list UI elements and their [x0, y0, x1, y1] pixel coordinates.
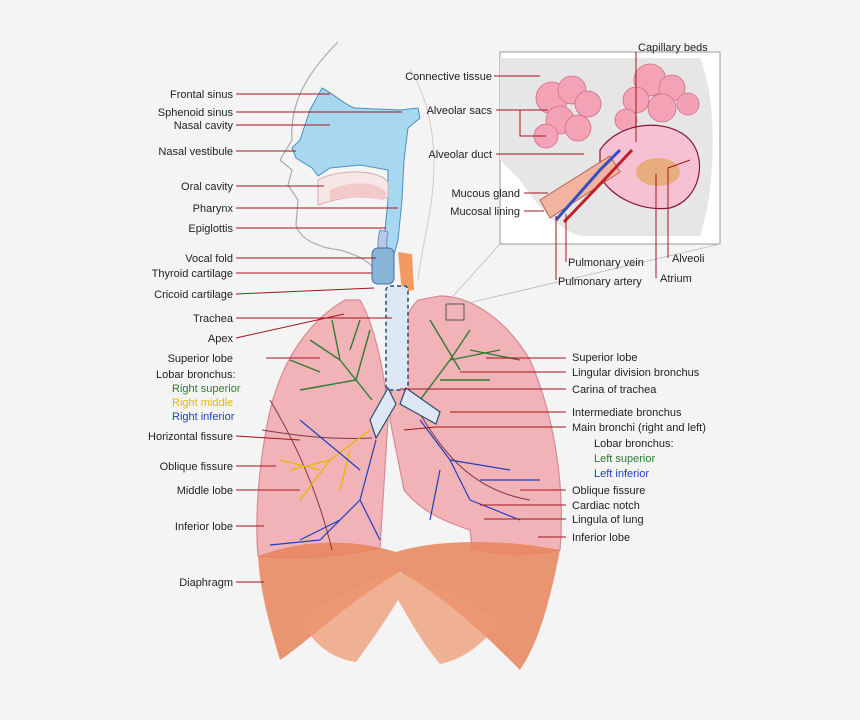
label-oblique-fissure-right: Oblique fissure — [160, 461, 233, 473]
label-oral-cavity: Oral cavity — [181, 181, 233, 193]
label-diaphragm: Diaphragm — [179, 577, 233, 589]
left-superior-bronchi — [419, 319, 521, 401]
label-trachea: Trachea — [193, 313, 234, 325]
label-pulmonary-artery: Pulmonary artery — [558, 276, 642, 288]
diaphragm-shape — [258, 542, 560, 670]
right-middle-bronchi — [279, 429, 371, 501]
larynx-shape — [371, 247, 395, 285]
label-alveolar-sacs: Alveolar sacs — [427, 105, 493, 117]
label-carina-of-trachea: Carina of trachea — [572, 384, 657, 396]
right-lung-shape — [256, 299, 389, 559]
label-superior-lobe-right: Superior lobe — [168, 353, 233, 365]
label-thyroid-cartilage: Thyroid cartilage — [152, 268, 233, 280]
label-left-inferior: Left inferior — [594, 468, 649, 480]
lung-zoom-marker — [445, 303, 465, 321]
left-inferior-bronchi — [419, 419, 540, 521]
label-sphenoid-sinus: Sphenoid sinus — [158, 107, 234, 119]
left-lung-shape — [389, 295, 562, 555]
label-apex: Apex — [208, 333, 234, 345]
label-right-middle: Right middle — [172, 397, 233, 409]
leader-lines — [235, 52, 691, 583]
label-cardiac-notch: Cardiac notch — [572, 500, 640, 512]
label-main-bronchi: Main bronchi (right and left) — [572, 422, 706, 434]
label-cricoid-cartilage: Cricoid cartilage — [154, 289, 233, 301]
alveoli-inset — [445, 51, 721, 321]
label-lobar-bronchus-right: Lobar bronchus: — [156, 369, 236, 381]
label-lingula-of-lung: Lingula of lung — [572, 514, 644, 526]
back-of-head — [409, 69, 435, 281]
label-connective-tissue: Connective tissue — [405, 71, 492, 83]
label-lingular-division-bronchus: Lingular division bronchus — [572, 367, 700, 379]
left-main-bronchus — [399, 387, 441, 425]
lungs-section — [256, 285, 562, 670]
label-middle-lobe: Middle lobe — [177, 485, 233, 497]
label-atrium: Atrium — [660, 273, 692, 285]
zoom-guide-lines — [445, 243, 721, 305]
label-right-inferior: Right inferior — [172, 411, 235, 423]
label-alveolar-duct: Alveolar duct — [428, 149, 492, 161]
right-superior-bronchi — [289, 319, 373, 401]
label-alveoli: Alveoli — [672, 253, 704, 265]
label-nasal-vestibule: Nasal vestibule — [158, 146, 233, 158]
label-capillary-beds: Capillary beds — [638, 42, 708, 54]
label-pharynx: Pharynx — [193, 203, 234, 215]
right-main-bronchus — [369, 386, 397, 440]
label-nasal-cavity: Nasal cavity — [174, 120, 234, 132]
label-mucosal-lining: Mucosal lining — [450, 206, 520, 218]
pulmonary-vein-vessel — [562, 148, 634, 224]
alveolar-sacs-shape — [533, 63, 700, 149]
esophagus-shape — [398, 252, 414, 292]
label-pulmonary-vein: Pulmonary vein — [568, 257, 644, 269]
label-left-superior: Left superior — [594, 453, 655, 465]
label-horizontal-fissure: Horizontal fissure — [148, 431, 233, 443]
left-labels: Frontal sinus Sphenoid sinus Nasal cavit… — [148, 89, 241, 589]
label-inferior-lobe-left: Inferior lobe — [572, 532, 630, 544]
pulmonary-artery-vessel — [554, 148, 622, 221]
right-inferior-bronchi — [269, 419, 381, 546]
label-frontal-sinus: Frontal sinus — [170, 89, 233, 101]
label-inferior-lobe-right: Inferior lobe — [175, 521, 233, 533]
label-oblique-fissure-left: Oblique fissure — [572, 485, 645, 497]
tongue-shape — [330, 183, 386, 200]
oblique-fissure-left-line — [411, 399, 531, 501]
label-lobar-bronchus-left: Lobar bronchus: — [594, 438, 674, 450]
label-intermediate-bronchus: Intermediate bronchus — [572, 407, 682, 419]
label-epiglottis: Epiglottis — [188, 223, 233, 235]
nasal-cavity-shape — [291, 87, 421, 269]
atrium-shape — [636, 158, 680, 186]
head-outline — [279, 41, 376, 271]
trachea-shape — [385, 285, 409, 391]
label-superior-lobe-left: Superior lobe — [572, 352, 637, 364]
diaphragm-lower-shape — [300, 572, 500, 664]
label-vocal-fold: Vocal fold — [185, 253, 233, 265]
label-right-superior: Right superior — [172, 383, 241, 395]
head-section — [279, 41, 435, 292]
right-labels: Superior lobe Lingular division bronchus… — [572, 352, 706, 544]
inset-labels: Connective tissue Capillary beds Alveola… — [405, 42, 708, 288]
label-mucous-gland: Mucous gland — [452, 188, 521, 200]
